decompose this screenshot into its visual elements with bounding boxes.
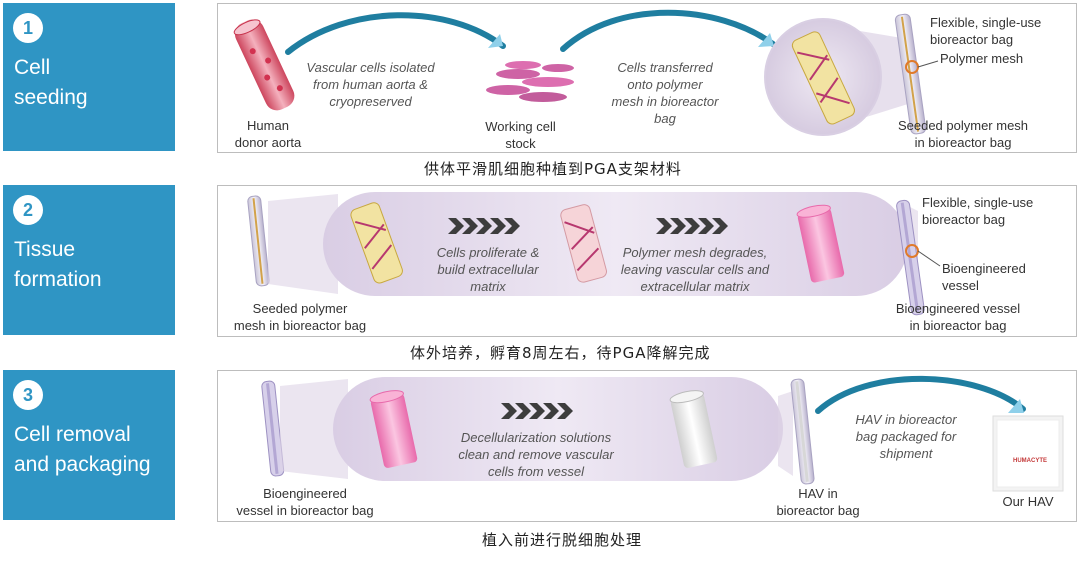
chevron-arrows-icon: [448, 218, 520, 234]
label-hav-in-bag: HAV in bioreactor bag: [776, 486, 860, 518]
hav-bag-tube-icon: [790, 378, 815, 485]
label-cells-isolated: Vascular cells isolated from human aorta…: [306, 60, 435, 109]
label-hav-packaged: HAV in bioreactor bag packaged for shipm…: [855, 412, 957, 461]
label-donor-aorta: Human donor aorta: [234, 118, 302, 150]
step-3-panel: HUMACYTE Bioengineered vessel in bioreac…: [217, 370, 1077, 522]
cell-stock-icon: [486, 61, 574, 102]
donor-aorta-icon: [233, 19, 295, 111]
step-2-caption: 体外培养，孵育8周左右，待PGA降解完成: [410, 344, 711, 362]
step-3-box: 3 Cell removal and packaging: [3, 370, 175, 520]
pink-vessel-icon: [796, 204, 845, 283]
step-1-box: 1 Cell seeding: [3, 3, 175, 151]
step-number: 1: [13, 13, 43, 43]
step-1-graphics: [233, 9, 939, 136]
bioreactor-bag-icon: [894, 13, 927, 135]
label-bioengineered-vessel: Bioengineered vessel: [942, 261, 1026, 293]
step-3-caption: 植入前进行脱细胞处理: [482, 531, 643, 549]
polymer-mesh-icon: [791, 31, 855, 125]
step-number: 2: [13, 195, 43, 225]
degrading-mesh-icon: [560, 204, 607, 283]
step-2-panel: Seeded polymer mesh in bioreactor bag Ce…: [217, 185, 1077, 337]
label-vessel-in-bag: Bioengineered vessel in bioreactor bag: [236, 486, 374, 518]
step-title: Cell seeding: [14, 56, 88, 109]
mesh-with-cells-icon: [350, 202, 403, 284]
vessel-in-bag-icon: [261, 380, 285, 477]
label-seeded-mesh: Seeded polymer mesh in bioreactor bag: [233, 301, 367, 333]
label-working-cell-stock: Working cell stock: [485, 119, 556, 151]
step-title: Tissue formation: [14, 238, 102, 291]
curved-arrow-3: [815, 375, 1026, 414]
chevron-arrows-icon: [656, 218, 728, 234]
step-3-graphics: [261, 375, 1064, 492]
label-flexible-bag: Flexible, single-use bioreactor bag: [930, 15, 1042, 47]
curved-arrow-2: [560, 9, 776, 52]
label-seeded-mesh: Seeded polymer mesh in bioreactor bag: [897, 118, 1029, 150]
label-flexible-bag: Flexible, single-use bioreactor bag: [922, 195, 1034, 227]
step-number: 3: [13, 380, 43, 410]
label-our-hav: Our HAV: [1002, 494, 1054, 509]
label-polymer-mesh: Polymer mesh: [940, 51, 1024, 66]
decellularized-vessel-icon: [669, 390, 718, 468]
pink-vessel-icon: [369, 390, 418, 468]
curved-arrow-1: [285, 12, 506, 55]
chevron-arrows-icon: [501, 403, 573, 419]
label-decellularization: Decellularization solutions clean and re…: [458, 430, 614, 479]
label-mesh-degrades: Polymer mesh degrades, leaving vascular …: [620, 245, 770, 294]
label-cells-proliferate: Cells proliferate & build extracellular …: [436, 245, 540, 294]
label-cells-transferred: Cells transferred onto polymer mesh in b…: [611, 60, 719, 126]
step-2-box: 2 Tissue formation: [3, 185, 175, 335]
step-1-panel: Human donor aorta Vascular cells isolate…: [217, 3, 1077, 153]
label-vessel-in-bag: Bioengineered vessel in bioreactor bag: [895, 301, 1021, 333]
process-ellipse: [333, 377, 783, 481]
step-1-caption: 供体平滑肌细胞种植到PGA支架材料: [424, 160, 682, 178]
step-title: Cell removal and packaging: [14, 423, 151, 476]
seeded-mesh-tube-icon: [247, 195, 270, 287]
package-brand-logo: HUMACYTE: [1013, 458, 1047, 464]
